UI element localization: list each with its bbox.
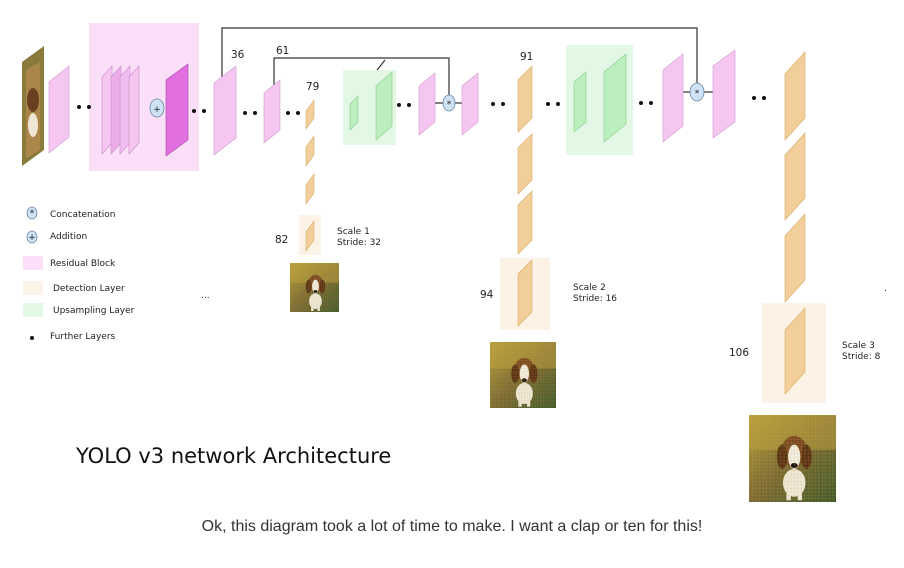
upsampling-layer xyxy=(573,71,587,133)
legend-addition: + Addition xyxy=(26,230,87,244)
legend: * Concatenation + Addition Residual Bloc… xyxy=(23,206,135,342)
scale-1-label: Scale 1 xyxy=(337,227,370,237)
period-mark: . xyxy=(884,284,887,294)
scale-2-label: Scale 2 xyxy=(573,283,606,293)
legend-residual-block: Residual Block xyxy=(23,256,116,270)
residual-layer xyxy=(119,65,131,155)
detection-layer xyxy=(517,190,533,255)
legend-upsampling-layer: Upsampling Layer xyxy=(23,303,135,317)
detection-layer xyxy=(784,51,806,141)
detection-scale-1 xyxy=(299,99,321,255)
skip-line-36 xyxy=(221,27,698,84)
label-106: 106 xyxy=(729,347,749,359)
residual-output-layer xyxy=(165,63,189,157)
legend-concatenation: * Concatenation xyxy=(26,206,115,220)
label-79: 79 xyxy=(306,81,319,93)
stride-3-label: Stride: 8 xyxy=(842,352,881,362)
concat-op: * xyxy=(442,94,456,112)
input-image xyxy=(22,46,44,166)
detection-layer xyxy=(517,133,533,195)
svg-text:Upsampling Layer: Upsampling Layer xyxy=(53,306,135,316)
output-image-scale-3 xyxy=(749,415,836,502)
detection-layer-94 xyxy=(517,259,533,327)
label-91: 91 xyxy=(520,51,533,63)
conv-layer-36 xyxy=(213,65,237,156)
svg-text:+: + xyxy=(28,233,36,243)
upsampling-layer xyxy=(349,95,359,131)
caption: Ok, this diagram took a lot of time to m… xyxy=(201,518,703,535)
detection-layer xyxy=(305,135,315,167)
stride-2-label: Stride: 16 xyxy=(573,294,617,304)
residual-block xyxy=(89,23,199,171)
diagram-title: YOLO v3 network Architecture xyxy=(76,444,392,468)
detection-layer xyxy=(305,173,315,205)
skip-line-61 xyxy=(273,57,450,96)
conv-layer xyxy=(712,49,736,139)
label-36: 36 xyxy=(231,49,245,61)
ellipsis-mark: ... xyxy=(201,291,210,301)
svg-text:*: * xyxy=(447,100,452,110)
stride-1-label: Stride: 32 xyxy=(337,238,381,248)
residual-layer xyxy=(101,65,113,155)
detection-scale-3 xyxy=(762,51,826,403)
legend-further-layers: Further Layers xyxy=(30,332,116,342)
svg-text:Further Layers: Further Layers xyxy=(50,332,116,342)
svg-text:Residual Block: Residual Block xyxy=(50,259,116,269)
operators: + * * xyxy=(149,82,705,118)
conv-layers xyxy=(48,49,736,156)
detection-layer xyxy=(305,99,315,130)
legend-detection-layer: Detection Layer xyxy=(23,281,125,295)
svg-text:*: * xyxy=(30,209,35,219)
svg-text:+: + xyxy=(153,105,161,115)
conv-layer-61 xyxy=(263,79,281,144)
conv-layer xyxy=(662,53,684,143)
output-image-scale-1 xyxy=(290,263,339,312)
detection-layer-106 xyxy=(784,307,806,395)
conv-layer xyxy=(48,65,70,154)
svg-text:Concatenation: Concatenation xyxy=(50,210,115,220)
scale-3-label: Scale 3 xyxy=(842,341,875,351)
label-61: 61 xyxy=(276,45,289,57)
addition-op: + xyxy=(149,98,165,118)
conv-layer xyxy=(461,72,479,136)
residual-layer xyxy=(110,65,122,155)
svg-text:Addition: Addition xyxy=(50,232,87,242)
svg-text:Detection Layer: Detection Layer xyxy=(53,284,125,294)
further-layer-dots xyxy=(77,96,766,115)
layer-labels: 36 61 79 91 82 94 106 xyxy=(231,45,749,359)
label-82: 82 xyxy=(275,234,288,246)
output-image-scale-2 xyxy=(490,342,556,408)
detection-layer-91 xyxy=(517,65,533,133)
detection-layer-82 xyxy=(305,220,315,252)
residual-layer xyxy=(128,65,140,155)
upsampling-layer xyxy=(603,53,627,143)
label-94: 94 xyxy=(480,289,494,301)
detection-scale-2 xyxy=(500,65,550,330)
upsampling-layer xyxy=(375,71,393,141)
conv-layer xyxy=(418,72,436,136)
detection-layer xyxy=(784,213,806,303)
scale-labels: Scale 1 Stride: 32 Scale 2 Stride: 16 Sc… xyxy=(337,227,881,362)
svg-text:*: * xyxy=(695,89,700,99)
concat-op: * xyxy=(689,82,705,102)
upsampling-block-1 xyxy=(343,70,396,145)
detection-layer xyxy=(784,132,806,221)
upsampling-block-2 xyxy=(566,45,633,155)
